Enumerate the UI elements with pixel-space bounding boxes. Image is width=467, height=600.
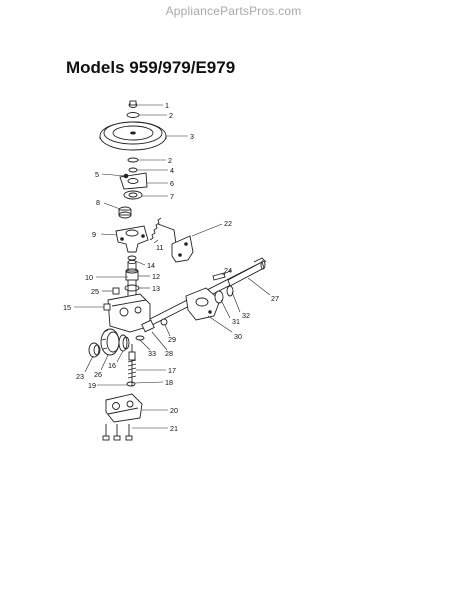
callout-25: 25 (91, 287, 99, 296)
callout-9: 9 (92, 230, 96, 239)
callout-12: 12 (152, 272, 160, 281)
callout-5: 5 (95, 170, 99, 179)
part-pulley (99, 121, 167, 151)
part-housing-plate (185, 287, 221, 321)
callout-26: 26 (94, 370, 102, 379)
callout-2: 2 (168, 156, 172, 165)
callout-16: 16 (108, 361, 116, 370)
page-title: Models 959/979/E979 (66, 58, 236, 77)
callout-32: 32 (242, 311, 250, 320)
part-spring (149, 217, 162, 241)
callout-27: 27 (271, 294, 279, 303)
part-ring (124, 284, 140, 292)
callout-10: 10 (85, 273, 93, 282)
part-bearing (123, 190, 143, 200)
callout-3: 3 (190, 132, 194, 141)
part-fitting (112, 287, 120, 295)
callout-6: 6 (170, 179, 174, 188)
part-lower-cover (105, 393, 143, 423)
callout-13: 13 (152, 284, 160, 293)
part-washer (126, 381, 136, 387)
callout-29: 29 (168, 335, 176, 344)
part-clip (127, 255, 137, 261)
callout-28: 28 (165, 349, 173, 358)
callout-33: 33 (148, 349, 156, 358)
callout-23: 23 (76, 372, 84, 381)
part-bushing (141, 319, 155, 333)
leader-lines (74, 104, 271, 429)
callout-15: 15 (63, 303, 71, 312)
callout-8: 8 (96, 198, 100, 207)
callout-2: 2 (169, 111, 173, 120)
part-sleeve (125, 268, 139, 281)
callout-7: 7 (170, 192, 174, 201)
part-washer (135, 335, 145, 341)
part-bracket (119, 172, 148, 190)
part-bolts (102, 424, 133, 441)
callout-14: 14 (147, 261, 155, 270)
part-gear-bracket (115, 225, 149, 253)
callout-17: 17 (168, 366, 176, 375)
part-gear (118, 334, 130, 352)
part-washer (127, 157, 139, 163)
part-nut (160, 318, 168, 326)
callout-20: 20 (170, 406, 178, 415)
part-gear-wheel (100, 328, 120, 356)
part-spacer (128, 167, 138, 173)
callout-31: 31 (232, 317, 240, 326)
callout-24: 24 (224, 266, 232, 275)
callout-19: 19 (88, 381, 96, 390)
callout-30: 30 (234, 332, 242, 341)
callout-18: 18 (165, 378, 173, 387)
watermark: AppliancePartsPros.com (165, 4, 302, 18)
part-collar (118, 206, 132, 219)
part-lever-bracket (157, 223, 194, 263)
callout-22: 22 (224, 219, 232, 228)
part-washer (126, 112, 140, 118)
part-washer (226, 285, 234, 297)
callout-1: 1 (165, 101, 169, 110)
part-nut (128, 100, 138, 108)
callout-4: 4 (170, 166, 174, 175)
callout-21: 21 (170, 424, 178, 433)
part-hub (88, 342, 101, 358)
part-worm-screw (127, 344, 137, 386)
callout-11: 11 (156, 243, 163, 252)
